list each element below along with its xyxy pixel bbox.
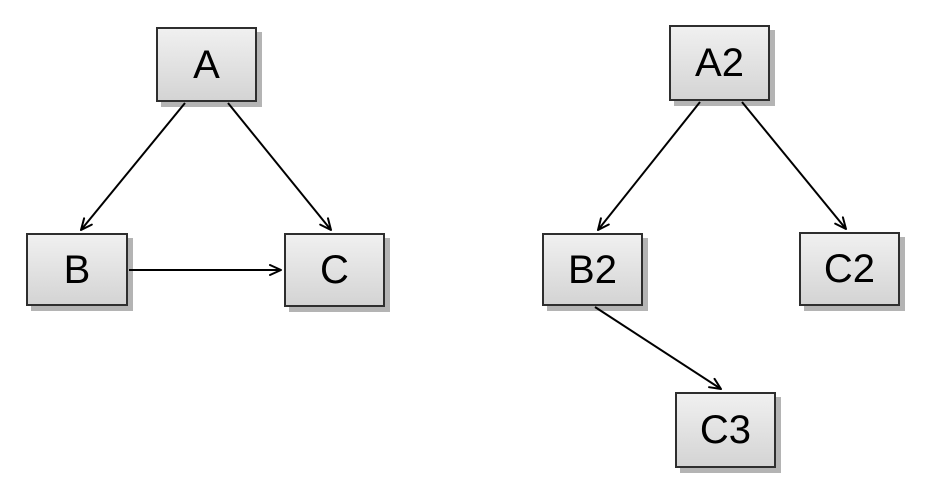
node-label-A: A [193, 42, 220, 87]
node-A2[interactable]: A2 [669, 25, 770, 101]
node-label-C3: C3 [699, 408, 752, 452]
node-B2[interactable]: B2 [542, 233, 643, 306]
node-label-C2: C2 [823, 247, 876, 291]
node-C3[interactable]: C3 [675, 392, 776, 468]
node-label-B2: B2 [568, 247, 617, 292]
node-C2[interactable]: C2 [799, 232, 900, 306]
node-B[interactable]: B [26, 233, 128, 306]
node-label-B: B [63, 247, 91, 292]
node-label-A2: A2 [695, 41, 744, 85]
node-label-C: C [320, 248, 349, 292]
node-A[interactable]: A [156, 27, 257, 102]
node-C[interactable]: C [284, 233, 385, 307]
